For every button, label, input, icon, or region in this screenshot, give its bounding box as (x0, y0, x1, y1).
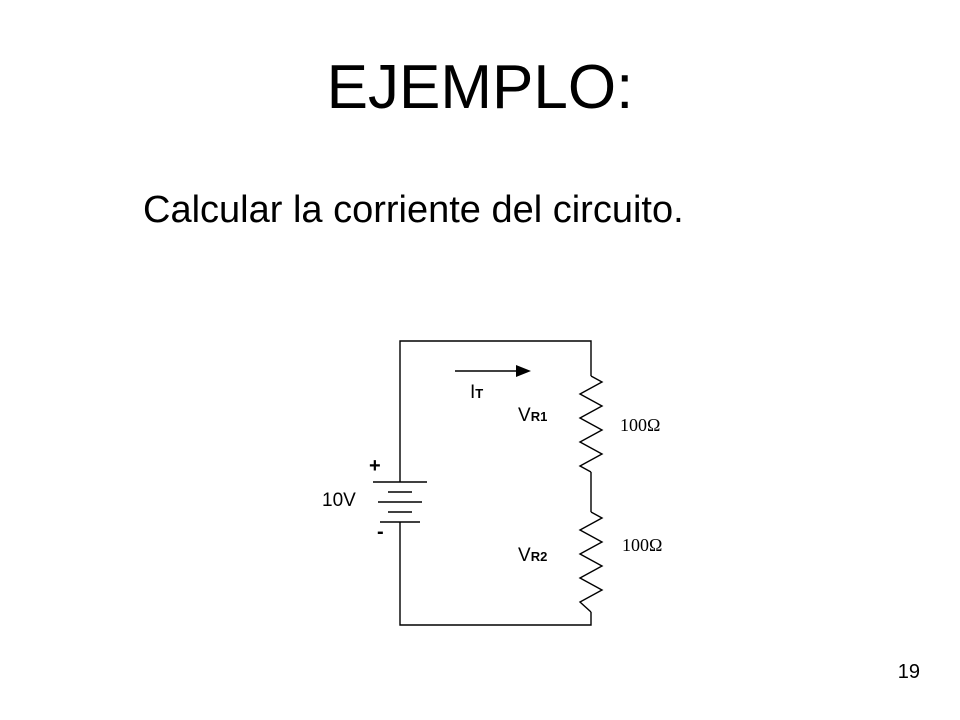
vr2-label: VR2 (518, 545, 547, 566)
source-voltage: 10V (322, 490, 356, 511)
current-arrowhead (516, 365, 531, 377)
minus-sign: - (377, 521, 384, 543)
wire-bottom (399, 522, 592, 626)
current-label: IT (470, 382, 483, 403)
wire-top (399, 340, 592, 482)
resistor-r1 (578, 375, 604, 473)
battery-symbol (373, 481, 427, 523)
resistor-r2 (578, 511, 604, 613)
page-number: 19 (897, 661, 920, 683)
r1-value: 100Ω (620, 415, 660, 435)
plus-sign: + (369, 455, 381, 477)
r2-value: 100Ω (622, 535, 662, 555)
slide-title: EJEMPLO: (326, 53, 634, 122)
problem-statement: Calcular la corriente del circuito. (143, 189, 684, 231)
vr1-label: VR1 (518, 405, 547, 426)
